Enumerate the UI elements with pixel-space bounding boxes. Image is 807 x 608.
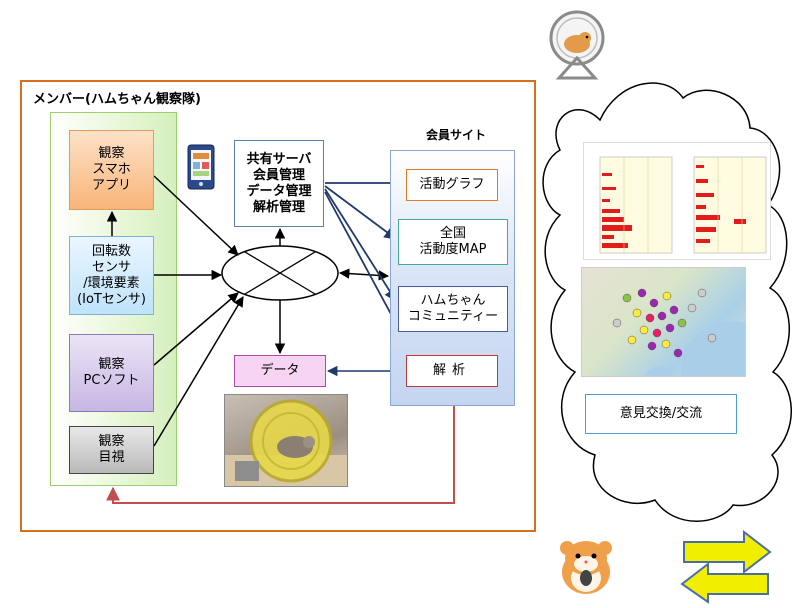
hub-ellipse <box>221 245 339 301</box>
arrow-server-map <box>324 185 398 240</box>
smartphone-app-box: 観察 スマホ アプリ <box>69 130 154 210</box>
pc-software-box: 観察 PCソフト <box>69 334 154 412</box>
members-frame <box>20 80 536 532</box>
hamster-wheel-icon <box>549 10 605 80</box>
smartphone-icon <box>187 144 215 190</box>
hamster-wheel-photo <box>224 394 348 487</box>
shared-server-box: 共有サーバ 会員管理 データ管理 解析管理 <box>234 140 324 227</box>
member-site-title: 会員サイト <box>426 128 487 142</box>
activity-map-box[interactable]: 全国 活動度MAP <box>398 219 508 265</box>
arrow-app-hub <box>153 175 239 256</box>
activity-graph-box[interactable]: 活動グラフ <box>406 169 498 201</box>
activity-map-screenshot <box>581 267 746 377</box>
arrow-eye-hub <box>153 296 244 447</box>
rotation-sensor-box: 回転数 センサ /環境要素 (IoTセンサ) <box>69 236 154 315</box>
arrow-server-community <box>324 188 397 303</box>
arrow-feedback-loop <box>106 389 455 504</box>
analysis-box[interactable]: 解析 <box>406 355 498 387</box>
members-title: メンバー(ハムちゃん観察隊) <box>33 92 201 107</box>
hamster-icon <box>560 541 612 594</box>
data-box: データ <box>234 355 326 387</box>
visual-observation-box: 観察 目視 <box>69 426 154 474</box>
opinion-exchange-box[interactable]: 意見交換/交流 <box>585 394 737 434</box>
activity-graph-screenshot <box>583 142 771 260</box>
exchange-arrows-icon <box>680 530 772 604</box>
hamster-community-box[interactable]: ハムちゃん コミュニティー <box>398 286 508 332</box>
arrow-pc-hub <box>153 292 239 366</box>
